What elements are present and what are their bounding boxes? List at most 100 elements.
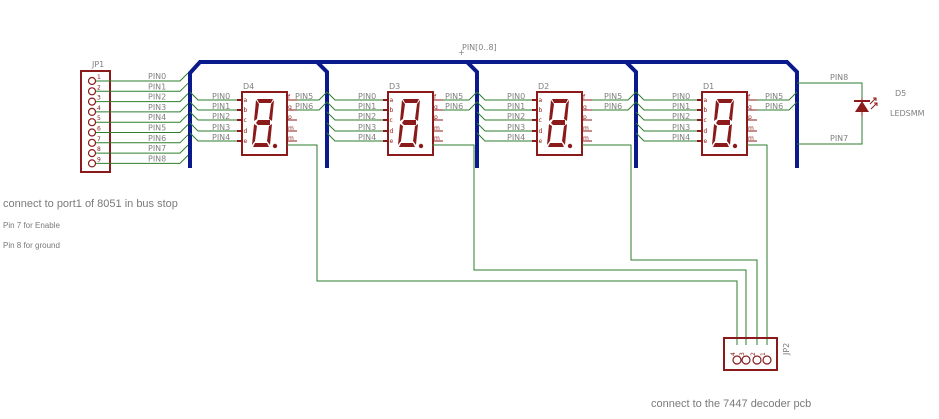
svg-text:m: m: [434, 125, 440, 132]
display-wire: [592, 91, 637, 101]
svg-text:e: e: [704, 138, 708, 145]
display-net-label: PIN4: [212, 133, 230, 142]
segment: [562, 124, 567, 145]
display-net-label: PIN3: [507, 123, 525, 132]
display-wire: [635, 111, 698, 121]
svg-text:p: p: [288, 114, 292, 121]
display-net-label: PIN4: [672, 133, 690, 142]
svg-text:m: m: [583, 135, 589, 142]
jp2-label: JP2: [782, 343, 791, 356]
svg-text:m: m: [288, 135, 294, 142]
svg-text:b: b: [244, 107, 248, 114]
display-wire: [326, 101, 384, 111]
display-wire: [326, 122, 384, 132]
segment: [252, 124, 257, 145]
display-wire: [326, 132, 384, 142]
decimal-point: [418, 143, 424, 149]
svg-text:g: g: [748, 104, 752, 111]
jp1-wire: [96, 82, 189, 92]
svg-text:f: f: [583, 94, 586, 101]
display-name: D2: [538, 82, 549, 91]
jp2-pin: [752, 355, 762, 365]
wire-d2-common: [582, 144, 758, 345]
wire-d1-common: [747, 144, 768, 345]
segment: [254, 100, 259, 121]
decimal-point: [272, 143, 278, 149]
segment: [552, 99, 568, 103]
svg-text:d: d: [704, 128, 708, 135]
svg-text:m: m: [748, 125, 754, 132]
jp1-pin: [87, 97, 97, 106]
svg-text:e: e: [390, 138, 394, 145]
display-net-label: PIN2: [212, 112, 230, 121]
display-net-label: PIN6: [765, 102, 783, 111]
display-name: D3: [389, 82, 400, 91]
jp1-wire: [96, 124, 189, 133]
led-light-icon: [869, 97, 878, 110]
jp2-pin: [762, 355, 772, 365]
segment: [399, 143, 415, 147]
display-wire: [189, 101, 238, 111]
segment: [548, 143, 564, 147]
display-wire: [189, 111, 238, 121]
jp1-net-label: PIN2: [148, 93, 166, 102]
svg-text:a: a: [390, 97, 394, 104]
display-name: D1: [703, 82, 714, 91]
decimal-point: [567, 143, 573, 149]
display-net-label: PIN0: [358, 92, 376, 101]
segment: [413, 124, 418, 145]
display-net-label: PIN0: [507, 92, 525, 101]
svg-text:c: c: [244, 117, 247, 124]
display-wire: [635, 91, 698, 101]
decoder-wires: [287, 144, 768, 345]
display-net-label: PIN6: [445, 102, 463, 111]
segment: [256, 120, 270, 125]
display-wire: [297, 101, 328, 111]
svg-text:d: d: [539, 128, 543, 135]
segment: [564, 100, 569, 121]
segment: [415, 100, 420, 121]
svg-text:a: a: [704, 97, 708, 104]
display-wire: [189, 132, 238, 142]
display-net-label: PIN4: [507, 133, 525, 142]
display-wire: [476, 91, 533, 101]
jp2-pin-number: 1: [760, 352, 767, 356]
segment: [714, 100, 719, 121]
wire-d3-common: [432, 144, 747, 345]
jp1-wire: [96, 155, 189, 164]
jp1-wire: [96, 134, 189, 144]
jp1-pin: [87, 159, 97, 168]
display-wire: [189, 91, 238, 101]
svg-text:g: g: [583, 104, 587, 111]
svg-text:g: g: [288, 104, 292, 111]
jp1-net-label: PIN8: [148, 154, 166, 163]
svg-text:c: c: [704, 117, 707, 124]
jp2-pin: [732, 355, 742, 365]
jp2-pin-number: 4: [730, 352, 737, 356]
svg-text:d: d: [244, 128, 248, 135]
segment: [253, 143, 269, 147]
segment: [400, 100, 405, 121]
display-net-label: PIN3: [212, 123, 230, 132]
jp1-wire: [96, 72, 189, 82]
jp1-pin-number: 7: [97, 136, 101, 143]
display-net-label: PIN6: [295, 102, 313, 111]
led-value: LEDSMM: [890, 109, 925, 118]
display-net-label: PIN0: [672, 92, 690, 101]
display-net-label: PIN2: [507, 112, 525, 121]
svg-text:p: p: [748, 114, 752, 121]
segment: [403, 99, 419, 103]
display-wire: [476, 101, 533, 111]
svg-text:g: g: [434, 104, 438, 111]
segment: [549, 100, 554, 121]
display-net-label: PIN3: [358, 123, 376, 132]
display-net-label: PIN5: [765, 92, 783, 101]
svg-text:p: p: [434, 114, 438, 121]
display-net-label: PIN4: [358, 133, 376, 142]
